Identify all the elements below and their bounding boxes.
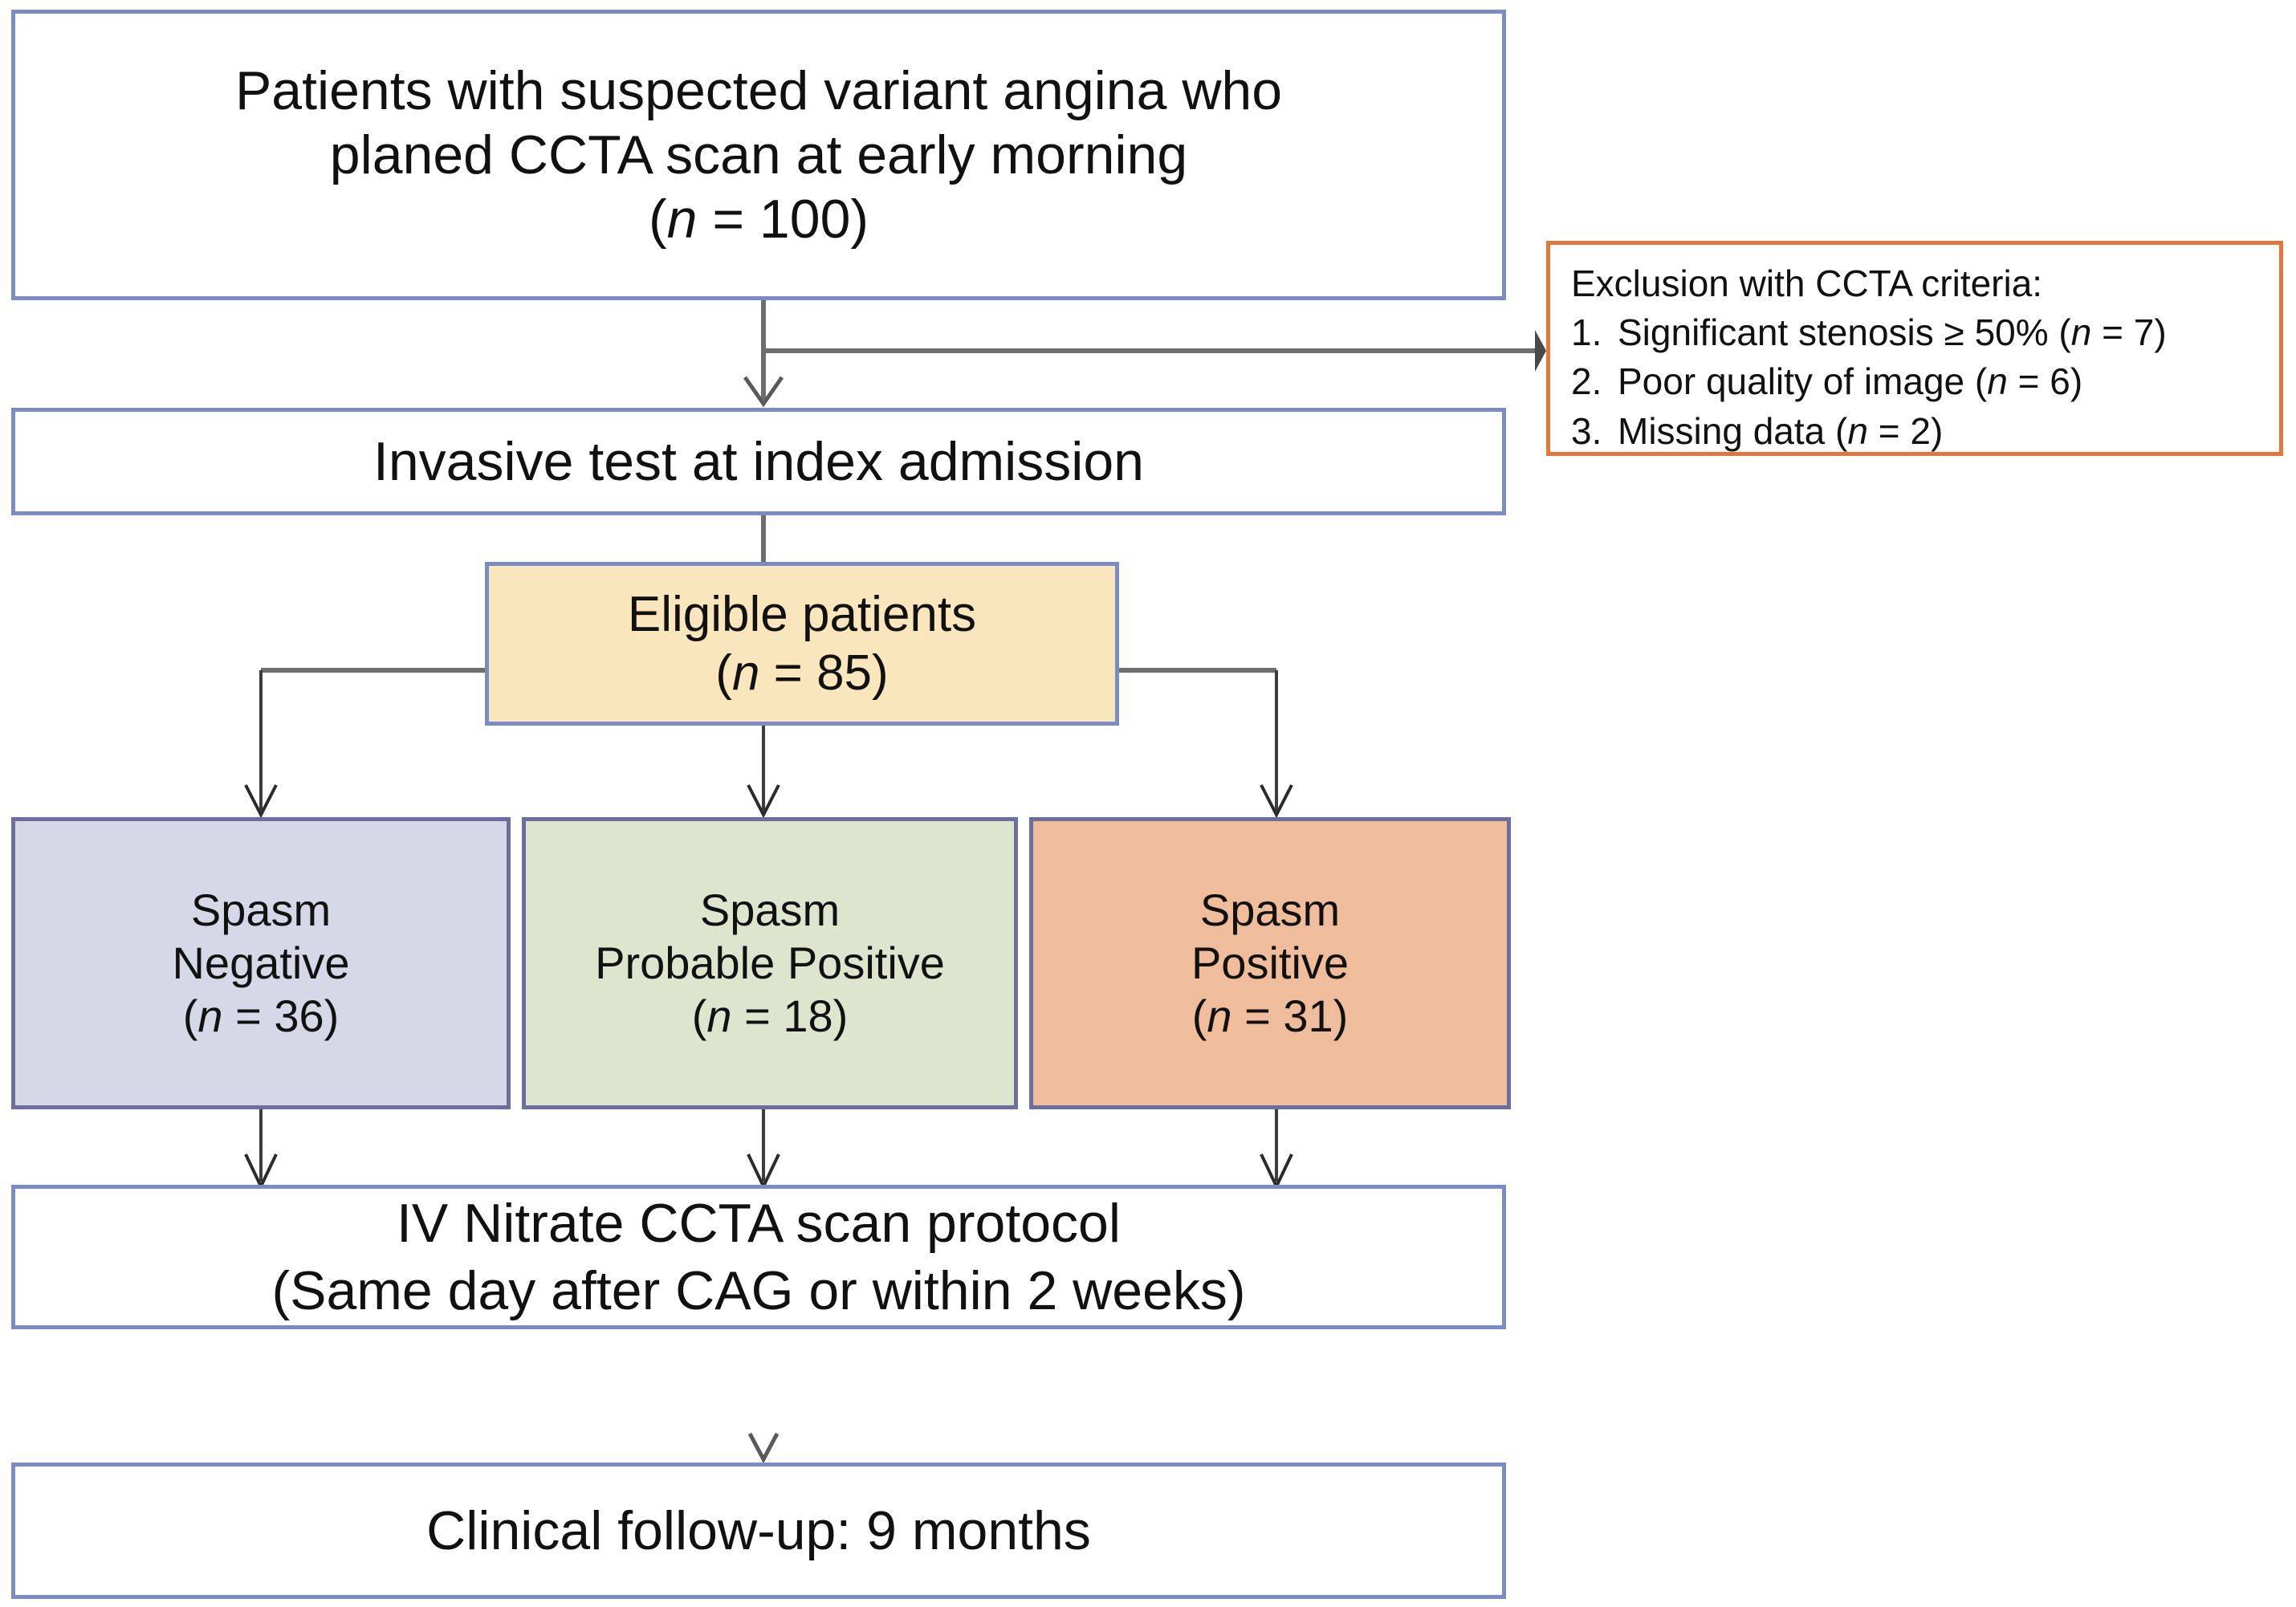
- spasm-probable-line1: Spasm: [699, 884, 841, 935]
- eligible-patients-count: (n = 85): [715, 645, 889, 701]
- spasm-probable-positive-box: Spasm Probable Positive (n = 18): [522, 817, 1018, 1109]
- enrollment-line1: Patients with suspected variant angina w…: [234, 59, 1283, 121]
- clinical-followup-box: Clinical follow-up: 9 months: [11, 1463, 1506, 1599]
- spasm-negative-line2: Negative: [172, 937, 350, 988]
- exclusion-item-2: 2.Poor quality of image (n = 6): [1571, 360, 2083, 403]
- spasm-negative-box: Spasm Negative (n = 36): [11, 817, 511, 1109]
- spasm-probable-count: (n = 18): [691, 991, 849, 1042]
- arrowhead-protocol-center: [747, 1153, 780, 1190]
- arrowhead-protocol-left: [244, 1153, 278, 1190]
- arrowhead-followup: [747, 1432, 780, 1464]
- arrowhead-spasm-probable: [747, 784, 780, 819]
- arrowhead-invasive: [743, 376, 784, 408]
- spasm-negative-count: (n = 36): [182, 991, 340, 1042]
- spasm-probable-line2: Probable Positive: [595, 937, 945, 988]
- spasm-positive-count: (n = 31): [1191, 991, 1349, 1042]
- clinical-followup-label: Clinical follow-up: 9 months: [426, 1499, 1091, 1561]
- exclusion-item-1: 1.Significant stenosis ≥ 50% (n = 7): [1571, 311, 2167, 354]
- eligible-patients-label: Eligible patients: [627, 586, 977, 642]
- exclusion-item-3: 3.Missing data (n = 2): [1571, 409, 1944, 452]
- arrowhead-protocol-right: [1260, 1153, 1293, 1190]
- protocol-line1: IV Nitrate CCTA scan protocol: [397, 1193, 1121, 1255]
- invasive-test-box: Invasive test at index admission: [11, 408, 1506, 515]
- spasm-positive-line2: Positive: [1191, 937, 1350, 988]
- spasm-positive-box: Spasm Positive (n = 31): [1029, 817, 1511, 1109]
- spasm-negative-line1: Spasm: [190, 884, 332, 935]
- protocol-line2: (Same day after CAG or within 2 weeks): [271, 1259, 1246, 1321]
- arrowhead-spasm-positive: [1260, 784, 1293, 819]
- exclusion-box: Exclusion with CCTA criteria: 1.Signific…: [1546, 241, 2283, 456]
- arrowhead-exclusion: [1535, 330, 1546, 372]
- exclusion-heading: Exclusion with CCTA criteria:: [1571, 262, 2043, 304]
- enrollment-box: Patients with suspected variant angina w…: [11, 10, 1506, 300]
- spasm-positive-line1: Spasm: [1199, 884, 1341, 935]
- enrollment-line2: planed CCTA scan at early morning: [329, 124, 1188, 185]
- iv-nitrate-protocol-box: IV Nitrate CCTA scan protocol (Same day …: [11, 1185, 1506, 1329]
- arrowhead-spasm-negative: [244, 784, 278, 819]
- eligible-patients-box: Eligible patients (n = 85): [485, 562, 1119, 726]
- invasive-test-label: Invasive test at index admission: [372, 430, 1145, 492]
- enrollment-count: (n = 100): [648, 189, 869, 250]
